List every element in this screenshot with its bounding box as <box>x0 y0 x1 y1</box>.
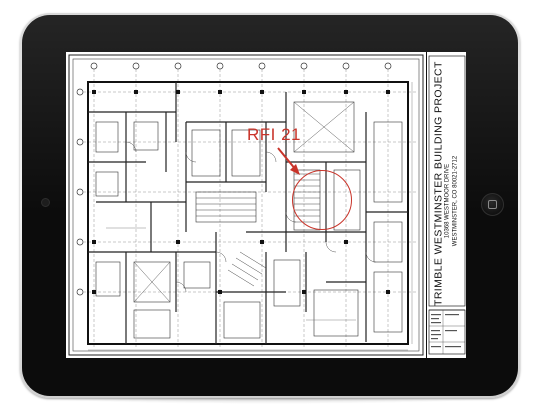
home-button-icon <box>488 200 497 209</box>
project-address-line2: WESTMINSTER, CO 80021-2712 <box>452 155 458 247</box>
floor-plan-drawing[interactable] <box>66 52 426 358</box>
project-title-block: TRIMBLE WESTMINSTER BUILDING PROJECT 103… <box>428 61 464 306</box>
tablet-screen: TRIMBLE WESTMINSTER BUILDING PROJECT 103… <box>66 52 466 358</box>
camera-icon <box>41 198 50 207</box>
title-block <box>426 52 466 358</box>
project-name: TRIMBLE WESTMINSTER BUILDING PROJECT <box>432 61 445 306</box>
project-address-line1: 10368 WESTMOOR DRIVE <box>444 163 451 239</box>
rfi-markup-label[interactable]: RFI 21 <box>247 125 302 144</box>
home-button[interactable] <box>481 193 504 216</box>
rfi-markup-circle[interactable] <box>292 170 352 230</box>
